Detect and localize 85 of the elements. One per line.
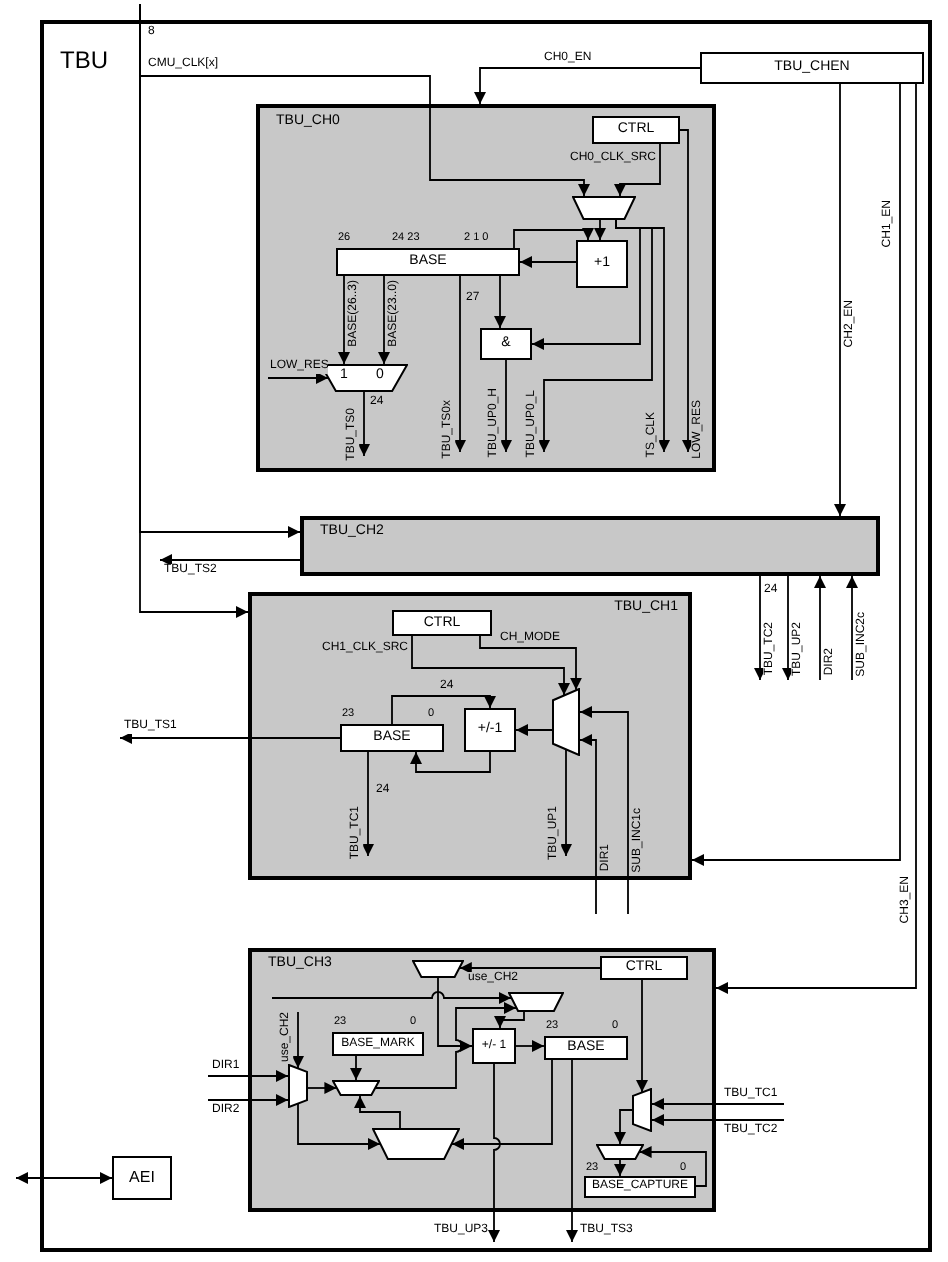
signal-arrow	[207, 1070, 289, 1082]
arithmetic-box	[576, 240, 628, 288]
signal-arrow	[494, 275, 506, 329]
signal-arrow	[691, 83, 901, 866]
signal-arrow	[488, 1063, 501, 1243]
signal-arrow	[636, 979, 648, 1093]
signal-arrow	[513, 228, 594, 249]
multiplexer-symbol	[288, 1064, 308, 1108]
signal-arrow	[846, 575, 858, 681]
multiplexer-symbol	[508, 992, 564, 1012]
signal-arrow	[267, 372, 329, 384]
channel-block	[256, 104, 716, 472]
signal-arrow	[338, 275, 350, 365]
signal-arrow	[651, 1114, 785, 1126]
multiplexer-symbol	[332, 1080, 380, 1096]
signal-arrow	[566, 1059, 578, 1243]
signal-arrow	[754, 575, 766, 681]
signal-arrow	[378, 275, 390, 365]
channel-block	[300, 516, 880, 576]
register-box	[544, 1036, 628, 1060]
signal-arrow	[479, 635, 582, 691]
signal-arrow	[579, 734, 597, 915]
signal-arrow	[615, 219, 670, 453]
signal-arrow	[362, 751, 374, 857]
signal-arrow	[515, 1040, 545, 1052]
register-box	[332, 1032, 424, 1056]
signal-arrow	[715, 83, 917, 994]
signal-arrow	[292, 1011, 304, 1069]
signal-arrow	[814, 575, 826, 681]
signal-arrow	[679, 129, 694, 453]
signal-arrow	[271, 991, 512, 1004]
multiplexer-symbol	[372, 1128, 460, 1160]
logic-gate-box	[480, 328, 532, 360]
control-box	[392, 610, 492, 636]
signal-arrow	[454, 275, 466, 453]
module-frame	[40, 20, 932, 1252]
signal-arrow	[458, 962, 601, 974]
multiplexer-symbol	[596, 1144, 644, 1160]
signal-arrow	[614, 1159, 626, 1177]
signal-arrow	[119, 732, 341, 744]
channel-block	[248, 592, 692, 880]
signal-arrow	[374, 1002, 517, 1089]
register-box	[340, 724, 444, 752]
signal-arrow	[651, 1098, 785, 1110]
signal-arrow	[515, 724, 553, 736]
control-box	[600, 956, 688, 980]
signal-arrow	[638, 1146, 707, 1187]
signal-arrow	[297, 1103, 381, 1150]
signal-arrow	[358, 391, 370, 457]
signal-arrow	[594, 219, 606, 241]
signal-arrow	[579, 706, 629, 915]
signal-arrow	[834, 83, 846, 517]
register-box	[336, 248, 520, 276]
arithmetic-box	[472, 1028, 516, 1064]
multiplexer-symbol	[412, 960, 464, 978]
signal-arrow	[410, 751, 491, 773]
multiplexer-symbol	[552, 688, 580, 756]
module-title: TBU	[60, 48, 108, 75]
signal-arrow	[15, 1172, 113, 1184]
signal-arrow	[451, 1059, 553, 1150]
register-box	[584, 1176, 696, 1198]
signal-arrow	[560, 748, 572, 857]
box-label: AEI	[129, 1169, 155, 1187]
signal-arrow	[782, 575, 794, 681]
signal-arrow	[391, 695, 496, 725]
signal-arrow	[354, 1095, 401, 1129]
signal-arrow	[307, 1082, 338, 1094]
channel-block	[248, 948, 716, 1212]
signal-arrow	[207, 1094, 289, 1106]
multiplexer-symbol	[632, 1088, 652, 1132]
signal-arrow	[494, 1011, 525, 1029]
signal-arrow	[614, 1109, 633, 1145]
signal-arrow	[159, 554, 301, 566]
register-box	[700, 52, 924, 84]
signal-arrow	[474, 67, 701, 105]
multiplexer-symbol	[572, 196, 636, 220]
signal-arrow	[519, 256, 577, 268]
signal-arrow	[411, 635, 570, 696]
signal-arrow	[350, 1055, 362, 1081]
signal-arrow	[500, 359, 512, 453]
interface-box	[112, 1156, 172, 1200]
signal-arrow	[437, 977, 473, 1052]
signal-arrow	[614, 143, 661, 197]
arithmetic-box	[464, 708, 516, 752]
control-box	[592, 116, 680, 144]
